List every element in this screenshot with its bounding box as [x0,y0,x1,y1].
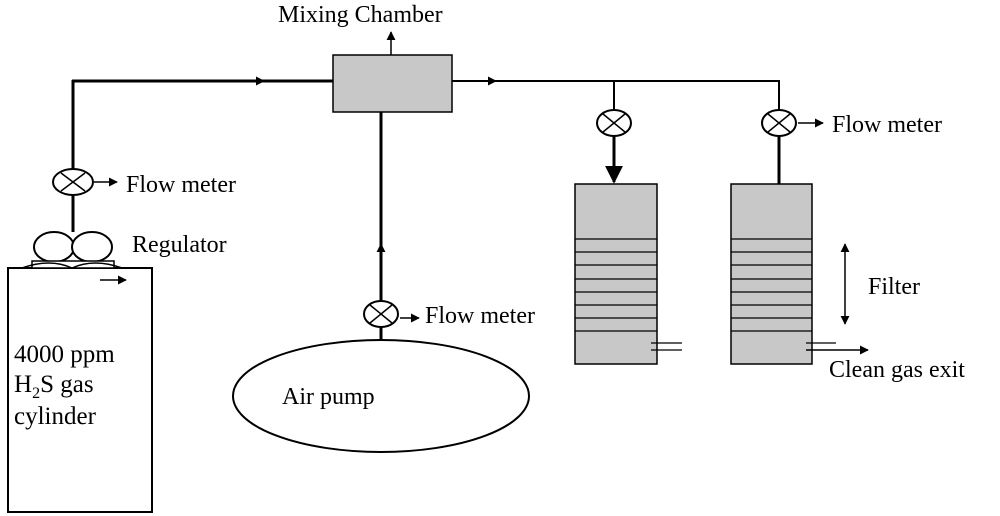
mixing-chamber-label: Mixing Chamber [278,2,443,28]
mixing-chamber [332,54,453,113]
flow-meter-column1-valve [596,109,632,137]
regulator-label: Regulator [132,232,227,258]
air-pump [232,339,530,453]
flow-meter-right-label: Flow meter [832,112,942,138]
cylinder-label-line2: H2S gas [14,371,94,402]
regulator [21,231,123,269]
filter-column-1 [574,183,658,365]
gas-cylinder [7,267,153,513]
clean-gas-exit-label: Clean gas exit [829,357,965,383]
flow-meter-gas-label: Flow meter [126,172,236,198]
cylinder-label-line3: cylinder [14,403,97,430]
filter-label: Filter [868,274,920,300]
flow-meter-column2-valve [761,109,797,137]
flow-meter-air-valve [363,300,399,328]
flow-meter-gas-valve [52,168,94,196]
filter-column-2 [730,183,813,365]
flow-meter-air-label: Flow meter [425,303,535,329]
cylinder-label-line1: 4000 ppm [14,341,115,368]
air-pump-label: Air pump [282,384,375,410]
